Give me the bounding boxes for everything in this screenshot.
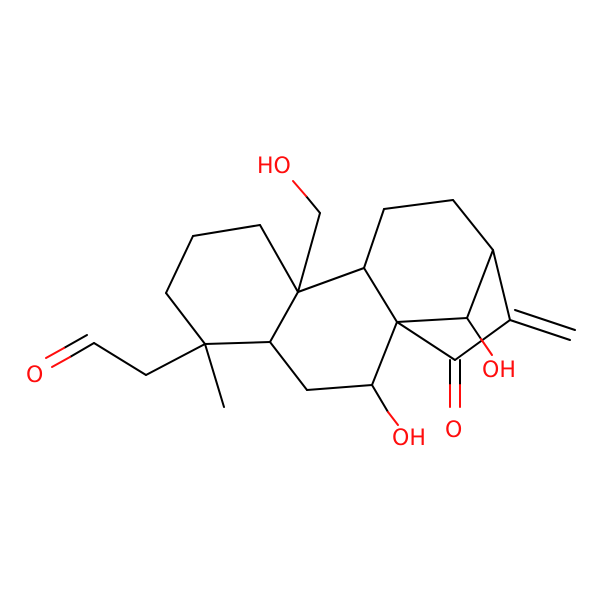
hydroxymethyl-oh-label: HO <box>257 154 291 179</box>
bond <box>145 343 206 376</box>
c7-oh-label: OH <box>392 426 426 451</box>
bond <box>371 321 398 386</box>
bond <box>452 199 494 251</box>
bond-double <box>514 309 576 331</box>
bond <box>51 356 71 368</box>
bond <box>259 224 299 293</box>
bond-double <box>45 347 65 359</box>
bond <box>363 208 385 269</box>
bond <box>306 384 373 391</box>
bond <box>165 292 206 345</box>
bond <box>305 195 321 214</box>
bonds <box>45 180 576 426</box>
bond <box>292 180 307 197</box>
bond-methyl <box>204 343 225 408</box>
bond <box>480 338 493 356</box>
bond <box>466 317 482 340</box>
bond <box>492 249 511 321</box>
bond-double <box>509 319 571 341</box>
bond <box>383 199 454 210</box>
bond-double <box>63 334 88 349</box>
bond <box>297 212 321 293</box>
bond <box>269 291 299 343</box>
bond <box>192 224 261 237</box>
bond <box>269 341 308 391</box>
atom-labels: HO O OH OH O <box>26 154 516 451</box>
bond <box>396 317 468 323</box>
bond <box>297 267 365 293</box>
bond <box>396 321 456 361</box>
bond <box>93 342 147 376</box>
bond <box>387 411 399 426</box>
bond <box>69 342 95 358</box>
bond <box>371 384 389 413</box>
bond <box>466 249 494 319</box>
bridge-oh-label: OH <box>482 358 516 383</box>
aldehyde-o-label: O <box>26 363 43 388</box>
bond <box>363 267 398 323</box>
bond <box>204 341 271 345</box>
bond <box>165 235 194 294</box>
ketone-o-label: O <box>445 418 462 443</box>
